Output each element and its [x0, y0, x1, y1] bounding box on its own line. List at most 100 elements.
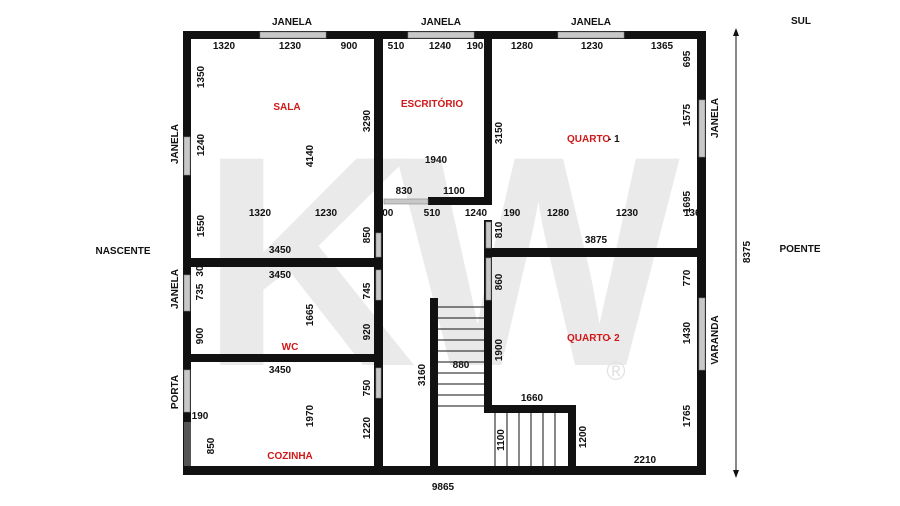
dim-label: 1200 [578, 425, 589, 448]
staircase [430, 298, 556, 468]
wc-dimensions: 3450 30 735 900 1665 745 920 3450 [195, 265, 373, 376]
wall-outer-left [183, 31, 191, 475]
room-quarto2-number: - 2 [608, 333, 620, 344]
dim-label: 1230 [315, 208, 338, 219]
quarto1-dimensions: 1280 1230 1365 695 1575 1695 190 1280 12… [494, 41, 707, 246]
dim-label: 190 [504, 208, 521, 219]
room-sala: SALA [273, 102, 300, 113]
dim-label: 750 [362, 379, 373, 396]
wall-quarto-column [484, 220, 492, 410]
opening-cozinha-door [375, 367, 382, 399]
dim-label: 1365 [684, 208, 707, 219]
opening-escritorio-door [383, 198, 429, 205]
wall-stair-landing-right [568, 405, 576, 467]
escritorio-dimensions: 510 1240 190 3150 1940 830 1100 900 510 … [362, 41, 505, 243]
window-quarto1-right [698, 99, 706, 158]
dim-label: 1900 [494, 338, 505, 361]
window-wc-left [183, 274, 191, 312]
opening-sala-door [375, 232, 382, 258]
dim-label: 1240 [196, 133, 207, 156]
janela-right: JANELA [710, 98, 721, 138]
dim-label: 1230 [581, 41, 604, 52]
wall-sala-escritorio [374, 39, 383, 259]
dim-label: 3160 [417, 363, 428, 386]
janela-left-wc: JANELA [170, 269, 181, 309]
dim-label: 810 [494, 221, 505, 238]
dim-label: 860 [494, 273, 505, 290]
dim-label: 510 [424, 208, 441, 219]
dim-label: 1660 [521, 393, 544, 404]
window-porta-left [183, 369, 191, 413]
janela-top-1: JANELA [272, 17, 312, 28]
stair-treads [438, 306, 556, 466]
dim-label: 510 [388, 41, 405, 52]
dim-label: 1365 [651, 41, 674, 52]
room-quarto1-name: QUARTO [567, 134, 610, 145]
cozinha-dimensions: 190 850 1970 750 1220 3160 880 [192, 360, 470, 454]
wall-sala-wc [191, 258, 383, 267]
dim-label: 1430 [682, 321, 693, 344]
room-escritorio: ESCRITÓRIO [401, 97, 463, 110]
watermark-registered: ® [606, 356, 625, 386]
dim-label: 850 [206, 437, 217, 454]
opening-quarto1-door [485, 221, 492, 249]
windows [183, 31, 706, 413]
dim-label: 1970 [305, 404, 316, 427]
window-quarto2-right [698, 297, 706, 371]
opening-quarto2-door [485, 257, 492, 301]
dim-label: 880 [453, 360, 470, 371]
dim-label: 4140 [305, 144, 316, 167]
dim-label: 30 [195, 265, 206, 277]
dim-label: 1940 [425, 155, 448, 166]
dim-label: 3150 [494, 121, 505, 144]
room-quarto-2: QUARTO - 2 [567, 333, 620, 344]
sala-dimensions: 1320 1230 900 1350 1240 1550 4140 3290 1… [196, 41, 373, 256]
room-quarto1-number: - 1 [608, 134, 620, 145]
room-cozinha: COZINHA [267, 451, 313, 462]
wall-escritorio-quarto1 [484, 39, 492, 205]
dim-label: 1230 [279, 41, 302, 52]
dim-label: 1575 [682, 103, 693, 126]
wall-escritorio-bottom [428, 197, 492, 205]
dim-label: 190 [192, 411, 209, 422]
wall-stair-landing-top [484, 405, 576, 413]
dim-label: 1695 [682, 190, 693, 213]
janela-top-2: JANELA [421, 17, 461, 28]
dim-label: 1550 [196, 214, 207, 237]
wall-outer-bottom [183, 466, 706, 475]
height-dimension-arrow [733, 28, 739, 478]
dim-label: 3450 [269, 365, 292, 376]
right-side-label: POENTE [779, 244, 820, 255]
room-wc: WC [282, 342, 299, 353]
dim-label: 3450 [269, 245, 292, 256]
room-quarto2-name: QUARTO [567, 333, 610, 344]
dim-label: 1220 [362, 416, 373, 439]
window-quarto1-top [557, 31, 625, 39]
dim-label: 830 [396, 186, 413, 197]
north-label: SUL [791, 16, 811, 27]
dim-label: 1240 [465, 208, 488, 219]
dim-label: 3450 [269, 270, 292, 281]
dim-label: 1100 [496, 429, 507, 451]
dim-label: 1100 [443, 186, 465, 197]
dim-label: 900 [341, 41, 358, 52]
dim-label: 1280 [511, 41, 534, 52]
total-width-dimension: 9865 [432, 482, 455, 493]
dim-label: 1320 [249, 208, 272, 219]
stair-left-stringer [430, 298, 438, 468]
window-sala-left [183, 136, 191, 176]
wall-wc-cozinha [191, 354, 383, 362]
opening-wc-door [375, 269, 382, 301]
dim-label: 900 [195, 327, 206, 344]
quarto2-dimensions: 860 770 1430 1900 1660 1765 1100 1200 22… [494, 269, 693, 466]
dim-label: 1665 [305, 303, 316, 326]
dim-label: 920 [362, 323, 373, 340]
left-side-label: NASCENTE [95, 246, 150, 257]
dim-label: 900 [377, 208, 394, 219]
dim-label: 770 [682, 269, 693, 286]
door-cozinha [184, 422, 191, 466]
dim-label: 695 [682, 50, 693, 67]
window-sala-top [259, 31, 327, 39]
janela-top-3: JANELA [571, 17, 611, 28]
